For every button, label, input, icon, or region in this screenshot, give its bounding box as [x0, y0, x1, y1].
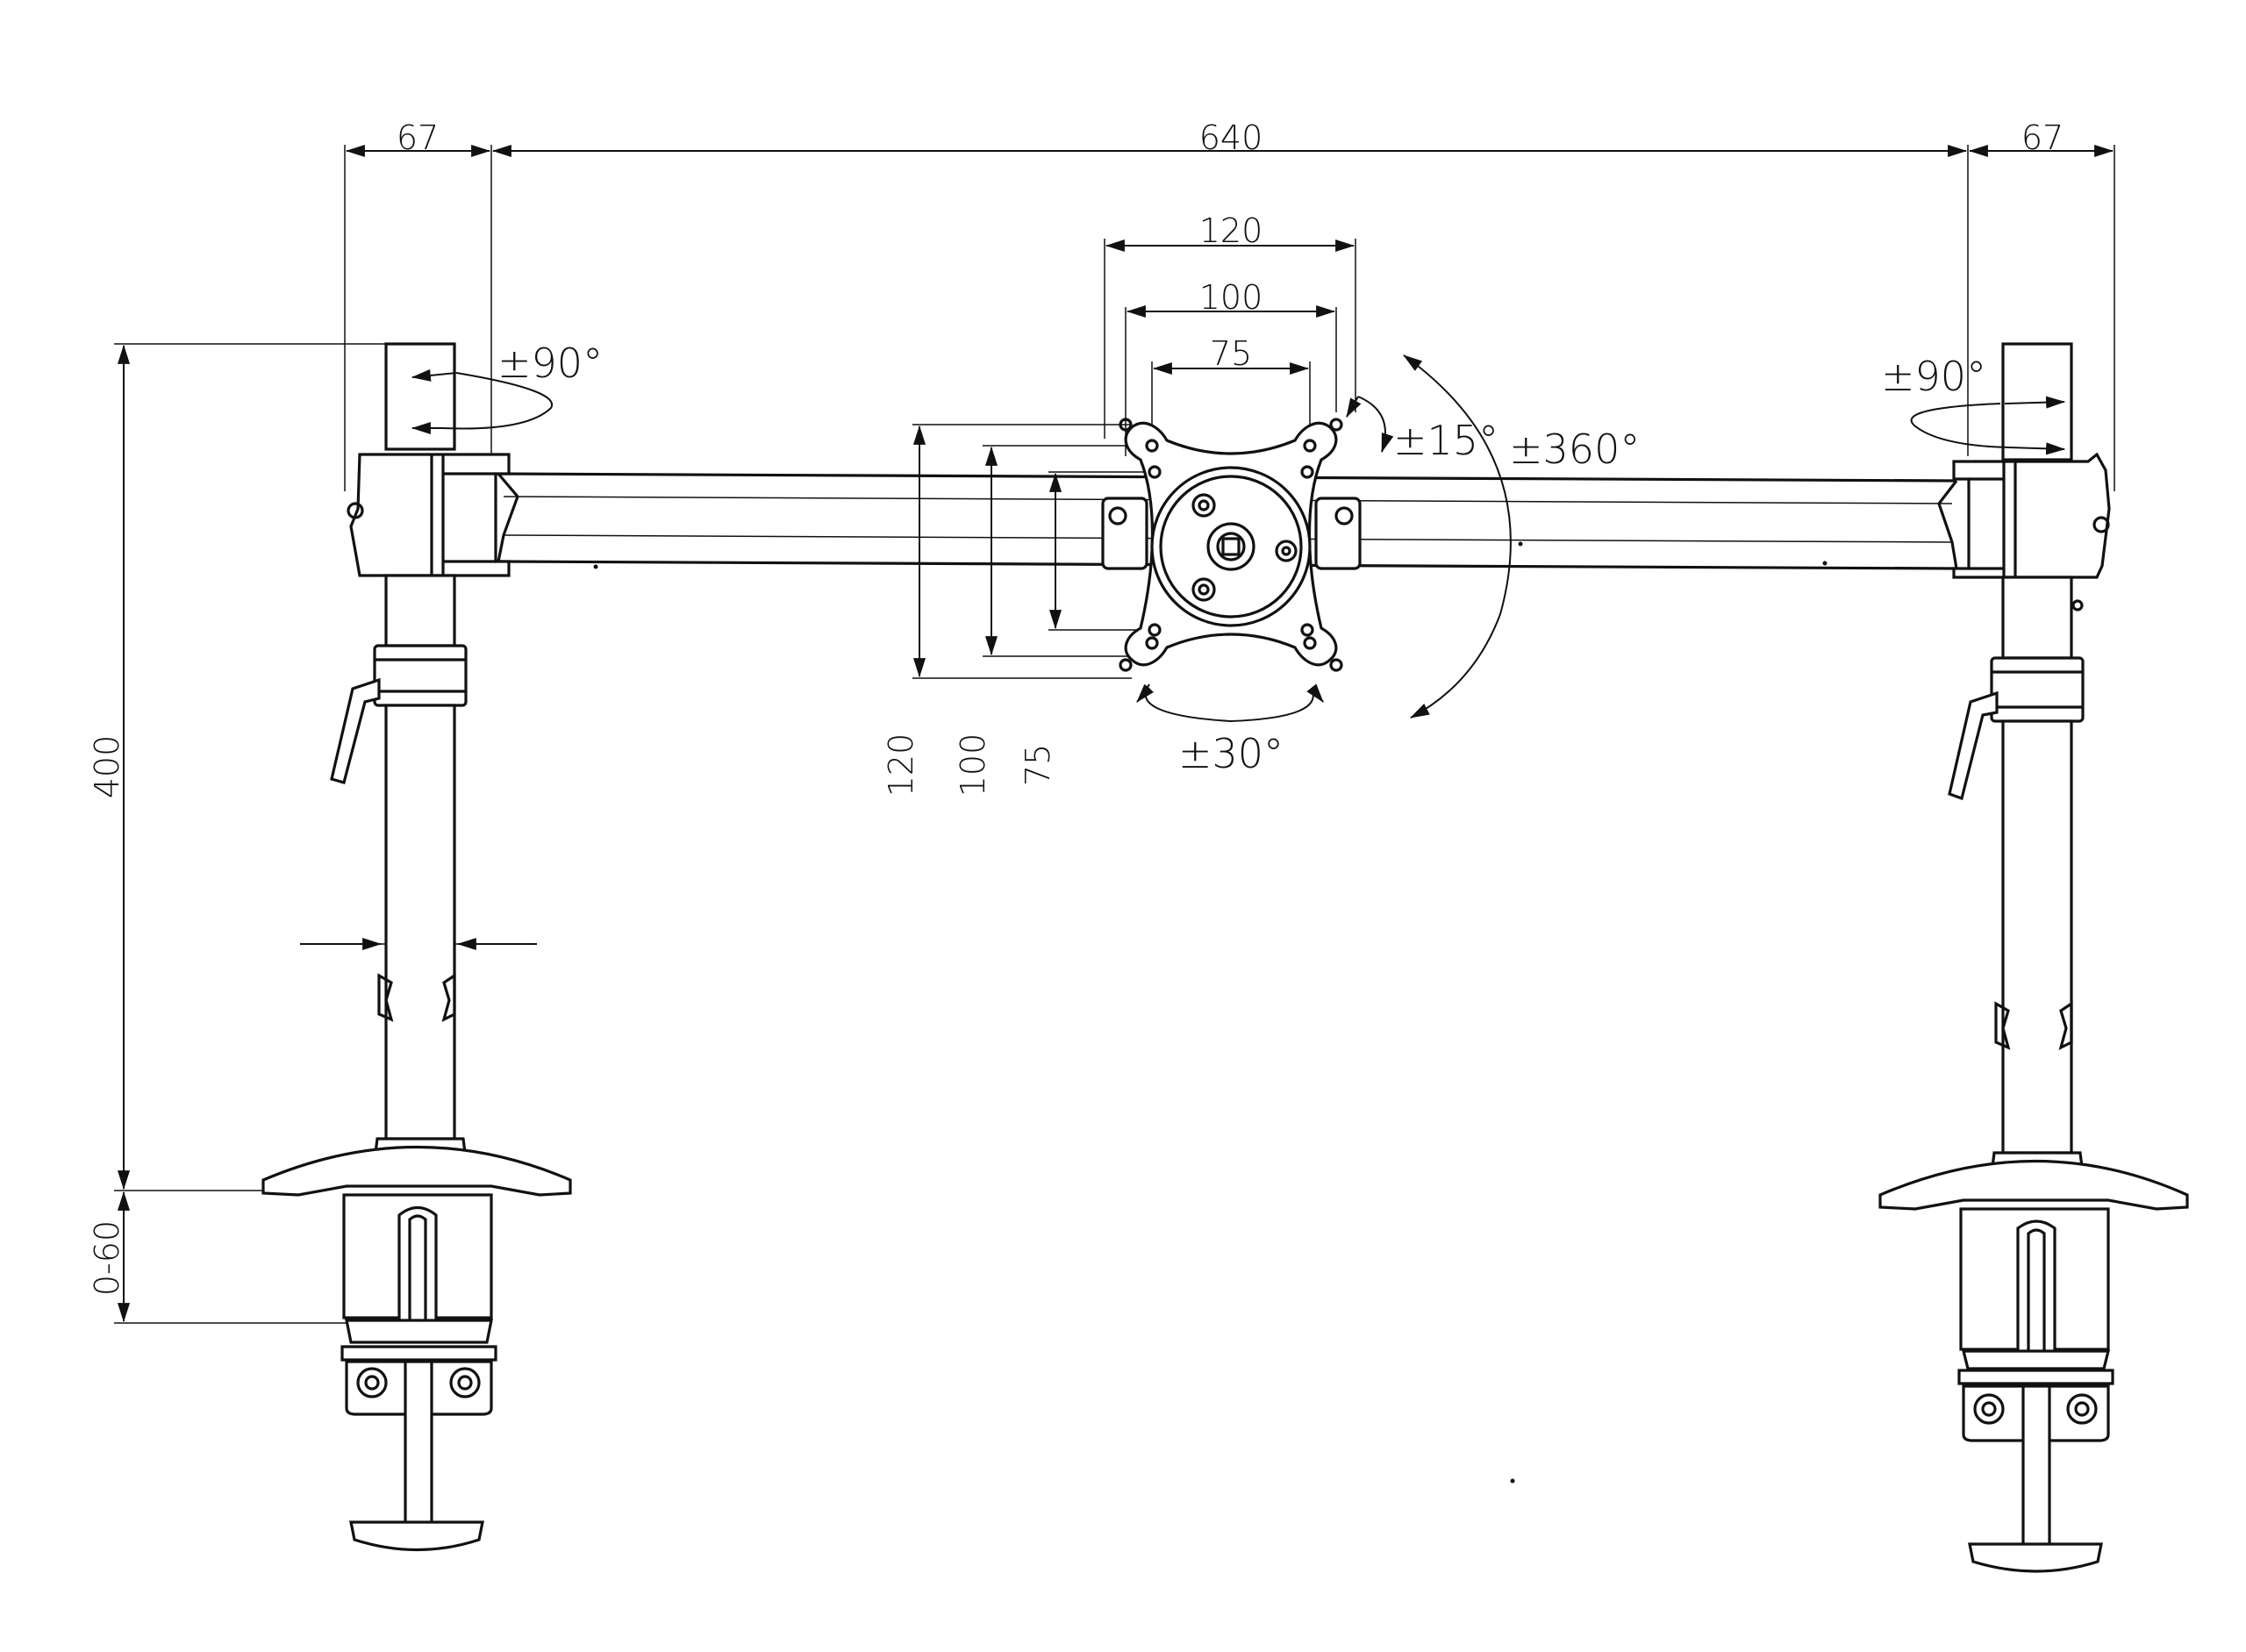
drawing-dots: [593, 541, 1828, 1484]
dim-vesa-120-width: 120: [1199, 211, 1263, 250]
angle-left-90: ±90°: [497, 340, 603, 387]
left-arm: [261, 342, 572, 1552]
dim-vesa-75-height: 75: [1019, 744, 1057, 786]
height-dimensions: 400 0-60: [88, 343, 399, 1324]
dim-vesa-75-width: 75: [1210, 334, 1252, 373]
vesa-width-dimensions: 120 100 75: [1104, 211, 1356, 456]
angle-tilt-15: ±15°: [1393, 417, 1499, 464]
dim-vesa-100-height: 100: [954, 733, 992, 797]
top-dimensions: 67 640 67: [344, 118, 2115, 491]
angle-rotate-360: ±360°: [1509, 426, 1640, 473]
dim-top-right: 67: [2021, 118, 2064, 157]
vesa-height-dimensions: 120 100 75: [882, 424, 1167, 797]
dim-vesa-100-width: 100: [1199, 278, 1263, 317]
angle-swivel-30: ±30°: [1178, 730, 1284, 777]
rotation-indicators: ±90° ±90° ±15° ±360° ±30°: [411, 340, 2066, 777]
vesa-plate: [1101, 418, 1362, 672]
dim-vesa-120-height: 120: [882, 733, 920, 797]
dim-top-left: 67: [397, 118, 439, 157]
dim-height-400: 400: [88, 735, 126, 799]
right-arm: [1878, 342, 2189, 1573]
angle-right-90: ±90°: [1881, 353, 1986, 400]
dim-clamp-0-60: 0-60: [88, 1220, 126, 1296]
dim-top-center: 640: [1199, 118, 1263, 157]
